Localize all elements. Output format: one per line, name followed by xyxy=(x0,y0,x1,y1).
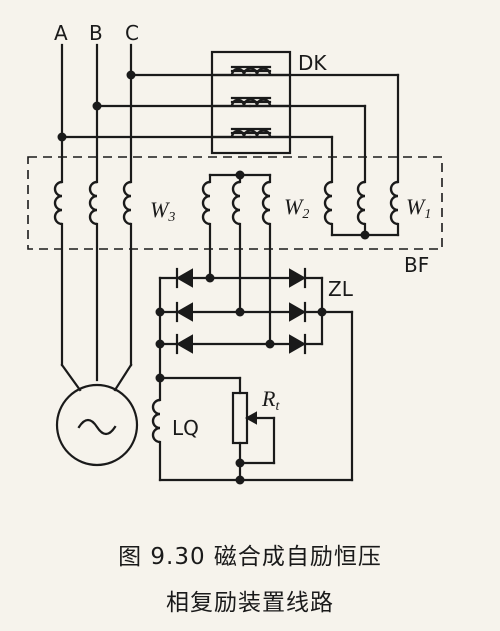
label-lq: LQ xyxy=(172,416,199,440)
field-circuit xyxy=(151,310,354,485)
label-w2: W2 xyxy=(284,194,309,222)
label-zl: ZL xyxy=(328,277,354,301)
phase-junctions xyxy=(57,70,136,142)
label-w1: W1 xyxy=(406,194,431,222)
w3-windings xyxy=(53,180,132,226)
label-rt: Rt xyxy=(261,386,280,414)
w2-windings xyxy=(201,170,272,346)
label-w3: W3 xyxy=(150,197,175,225)
caption-line-1: 图 9.30 磁合成自励恒压 xyxy=(118,544,382,570)
dk-coil-a xyxy=(230,127,272,138)
generator xyxy=(55,383,139,467)
dk-feeds xyxy=(60,73,400,184)
label-phase-c: C xyxy=(125,21,139,45)
zl-rectifier xyxy=(155,267,327,355)
phase-lines xyxy=(60,43,133,184)
dk-coil-c xyxy=(230,65,272,76)
label-phase-b: B xyxy=(89,21,103,45)
dk-coil-b xyxy=(230,96,272,107)
generator-leads xyxy=(60,222,133,392)
label-phase-a: A xyxy=(54,21,68,45)
caption-line-2: 相复励装置线路 xyxy=(166,590,334,616)
dk-reactor xyxy=(210,50,292,155)
resistor-rt xyxy=(231,391,249,445)
bf-boundary xyxy=(27,156,443,250)
label-dk: DK xyxy=(298,51,327,75)
w1-windings xyxy=(323,180,400,240)
label-bf: BF xyxy=(404,253,429,277)
